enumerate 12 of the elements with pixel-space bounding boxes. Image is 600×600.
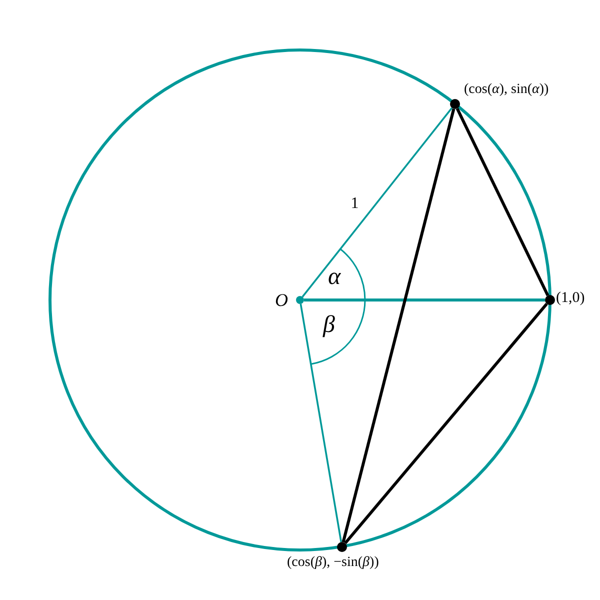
line-segment xyxy=(344,302,548,544)
point-label: O xyxy=(275,291,288,309)
line-segment xyxy=(300,304,342,542)
point-label: (cos(α), sin(α)) xyxy=(464,83,549,97)
line-segment xyxy=(456,108,550,296)
line-segment xyxy=(342,108,456,543)
line-segment xyxy=(304,298,545,302)
angle-label: α xyxy=(328,265,341,289)
line-segment xyxy=(302,107,453,298)
point-label: (cos(β), −sin(β)) xyxy=(287,556,379,570)
angle-label: β xyxy=(323,313,335,337)
point-label: (1,0) xyxy=(556,291,585,306)
